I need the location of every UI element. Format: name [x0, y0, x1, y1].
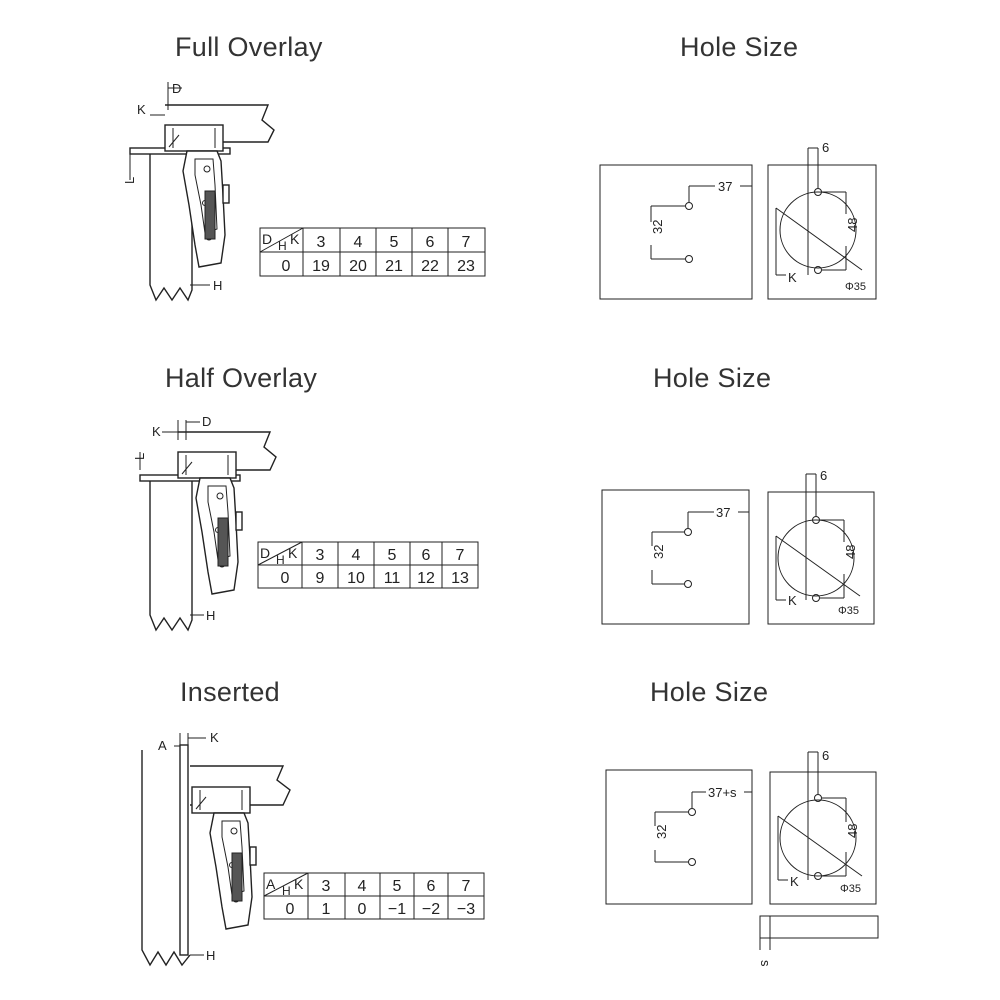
full-overlay-h-5: 23 [457, 258, 475, 275]
inserted-h-4: −2 [422, 901, 440, 918]
half-overlay-table-corner-d: D [260, 545, 270, 561]
inserted-dim-k: K [790, 874, 799, 889]
full-overlay-label-h: H [213, 278, 222, 293]
half-overlay-k-6: 6 [422, 547, 431, 564]
full-overlay-table-corner-d: D [262, 231, 272, 247]
inserted-hinge-drawing [141, 733, 291, 967]
full-overlay-table [259, 227, 486, 277]
inserted-dim-37-s: 37+s [708, 785, 737, 800]
inserted-table [263, 872, 485, 920]
half-overlay-table-corner-h: H [276, 553, 285, 567]
inserted-k-6: 6 [427, 878, 436, 895]
inserted-dim-6: 6 [822, 748, 829, 763]
half-overlay-title: Half Overlay [165, 363, 318, 393]
inserted-k-3: 3 [322, 878, 331, 895]
half-overlay-k-5: 5 [388, 547, 397, 564]
full-overlay-hole-right [767, 147, 877, 300]
inserted-hole-size-title: Hole Size [650, 677, 769, 707]
inserted-h-5: −3 [457, 901, 475, 918]
half-overlay-table [257, 541, 479, 589]
full-overlay-k-7: 7 [462, 234, 471, 251]
full-overlay-label-k: K [137, 102, 146, 117]
half-overlay-label-h: H [206, 608, 215, 623]
inserted-table-corner-k: K [294, 876, 304, 892]
full-overlay-d-0: 0 [282, 258, 291, 275]
full-overlay-dim-48: 48 [845, 218, 860, 232]
half-overlay-k-7: 7 [456, 547, 465, 564]
inserted-dim-32: 32 [654, 825, 669, 839]
full-overlay-hole-size-title: Hole Size [680, 32, 799, 62]
half-overlay-dim-48: 48 [843, 545, 858, 559]
half-overlay-h-2: 10 [347, 570, 365, 587]
full-overlay-hinge-drawing [129, 82, 275, 302]
full-overlay-dim-k: K [788, 270, 797, 285]
inserted-h-3: −1 [388, 901, 406, 918]
half-overlay-dim-k: K [788, 593, 797, 608]
full-overlay-title: Full Overlay [175, 32, 323, 62]
inserted-k-7: 7 [462, 878, 471, 895]
full-overlay-k-5: 5 [390, 234, 399, 251]
inserted-dim-s: s [758, 960, 773, 967]
full-overlay-h-2: 20 [349, 258, 367, 275]
half-overlay-d-0: 0 [281, 570, 290, 587]
inserted-a-0: 0 [286, 901, 295, 918]
inserted-label-k: K [210, 730, 219, 745]
half-overlay-dim-6: 6 [820, 468, 827, 483]
full-overlay-hole-left [599, 164, 753, 300]
inserted-label-h: H [206, 948, 215, 963]
full-overlay-label-d: D [172, 81, 181, 96]
full-overlay-k-6: 6 [426, 234, 435, 251]
half-overlay-k-4: 4 [352, 547, 361, 564]
inserted-s-plate [759, 915, 879, 950]
inserted-table-corner-h: H [282, 884, 291, 898]
full-overlay-dim-32: 32 [650, 220, 665, 234]
half-overlay-label-d: D [202, 414, 211, 429]
half-overlay-h-3: 11 [384, 570, 401, 587]
half-overlay-k-3: 3 [316, 547, 325, 564]
inserted-table-corner-a: A [266, 876, 276, 892]
full-overlay-table-corner-h: H [278, 239, 287, 253]
inserted-k-5: 5 [393, 878, 402, 895]
half-overlay-dim-phi35: Φ35 [838, 605, 859, 617]
full-overlay-h-4: 22 [421, 258, 439, 275]
half-overlay-h-5: 13 [451, 570, 469, 587]
full-overlay-k-3: 3 [317, 234, 326, 251]
full-overlay-dim-6: 6 [822, 140, 829, 155]
half-overlay-label-l: L [132, 453, 147, 460]
inserted-hole-right [769, 751, 877, 905]
half-overlay-h-1: 9 [316, 570, 325, 587]
inserted-dim-phi35: Φ35 [840, 883, 861, 895]
half-overlay-hole-right [767, 473, 875, 625]
inserted-k-4: 4 [358, 878, 367, 895]
half-overlay-hole-size-title: Hole Size [653, 363, 772, 393]
full-overlay-h-3: 21 [385, 258, 403, 275]
full-overlay-k-4: 4 [354, 234, 363, 251]
half-overlay-hole-left [601, 489, 750, 625]
half-overlay-dim-37: 37 [716, 505, 730, 520]
full-overlay-label-l: L [122, 177, 137, 184]
inserted-hole-left [605, 769, 753, 905]
inserted-title: Inserted [180, 677, 280, 707]
inserted-h-1: 1 [322, 901, 331, 918]
half-overlay-label-k: K [152, 424, 161, 439]
full-overlay-dim-phi35: Φ35 [845, 281, 866, 293]
inserted-label-a: A [158, 738, 167, 753]
full-overlay-dim-37: 37 [718, 179, 732, 194]
inserted-dim-48: 48 [845, 824, 860, 838]
half-overlay-h-4: 12 [417, 570, 435, 587]
half-overlay-hinge-drawing [139, 420, 277, 632]
full-overlay-h-1: 19 [312, 258, 330, 275]
full-overlay-table-corner-k: K [290, 231, 300, 247]
half-overlay-dim-32: 32 [651, 545, 666, 559]
half-overlay-table-corner-k: K [288, 545, 298, 561]
inserted-h-2: 0 [358, 901, 367, 918]
